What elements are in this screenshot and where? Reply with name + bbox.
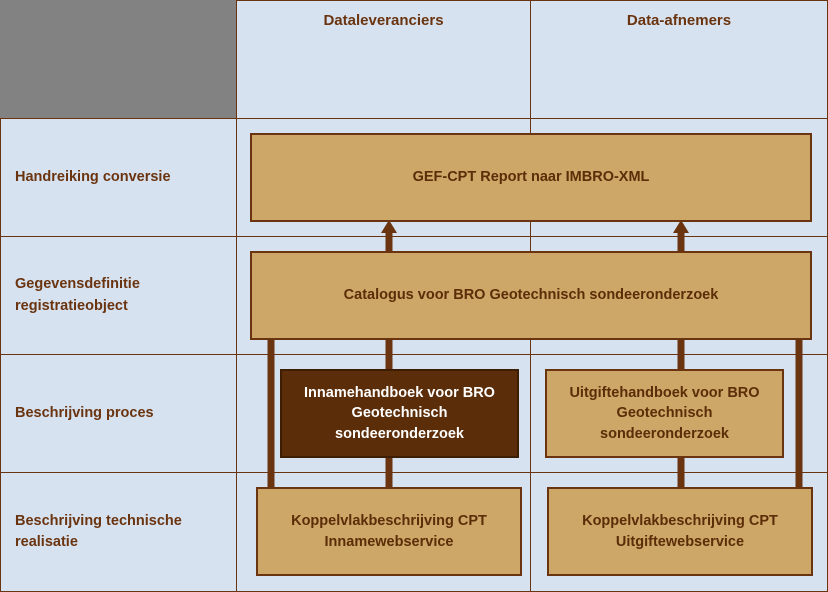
box-innamehandboek[interactable]: Innamehandboek voor BRO Geotechnisch son… (280, 369, 519, 458)
arrow-down-catalogus-to-koppelvlak-uitgifte (791, 338, 807, 500)
box-koppelvlak-uitgifte[interactable]: Koppelvlakbeschrijving CPT Uitgiftewebse… (547, 487, 813, 576)
box-catalogus[interactable]: Catalogus voor BRO Geotechnisch sondeero… (250, 251, 812, 340)
box-label: Koppelvlakbeschrijving CPT Innamewebserv… (291, 512, 487, 550)
box-koppelvlak-inname[interactable]: Koppelvlakbeschrijving CPT Innamewebserv… (256, 487, 522, 576)
box-label: GEF-CPT Report naar IMBRO-XML (412, 169, 650, 186)
row-label-beschrijving-technische-realisatie: Beschrijving technische realisatie (0, 472, 237, 592)
column-header-label: Data-afnemers (626, 12, 732, 29)
row-label-text: Handreiking conversie (15, 168, 171, 185)
box-label: Catalogus voor BRO Geotechnisch sondeero… (343, 287, 719, 304)
box-uitgiftehandboek[interactable]: Uitgiftehandboek voor BRO Geotechnisch s… (545, 369, 784, 458)
matrix-corner-cell (0, 0, 237, 119)
row-label-text: Gegevensdefinitie registratieobject (15, 276, 140, 314)
column-header-data-afnemers: Data-afnemers (530, 0, 828, 119)
row-label-beschrijving-proces: Beschrijving proces (0, 354, 237, 473)
arrow-up-catalogus-to-gefcpt-right (673, 220, 689, 264)
box-label: Innamehandboek voor BRO Geotechnisch son… (304, 384, 495, 442)
box-gef-cpt-report[interactable]: GEF-CPT Report naar IMBRO-XML (250, 133, 812, 222)
column-header-label: Dataleveranciers (323, 12, 444, 29)
arrow-up-catalogus-to-gefcpt-left (381, 220, 397, 264)
row-label-text: Beschrijving technische realisatie (15, 512, 182, 550)
row-label-text: Beschrijving proces (15, 404, 154, 421)
box-label: Uitgiftehandboek voor BRO Geotechnisch s… (569, 384, 760, 442)
box-label: Koppelvlakbeschrijving CPT Uitgiftewebse… (582, 512, 778, 550)
row-label-handreiking-conversie: Handreiking conversie (0, 118, 237, 237)
column-header-dataleveranciers: Dataleveranciers (236, 0, 531, 119)
row-label-gegevensdefinitie-registratieobject: Gegevensdefinitie registratieobject (0, 236, 237, 355)
arrow-down-catalogus-to-koppelvlak-inname (263, 338, 279, 500)
